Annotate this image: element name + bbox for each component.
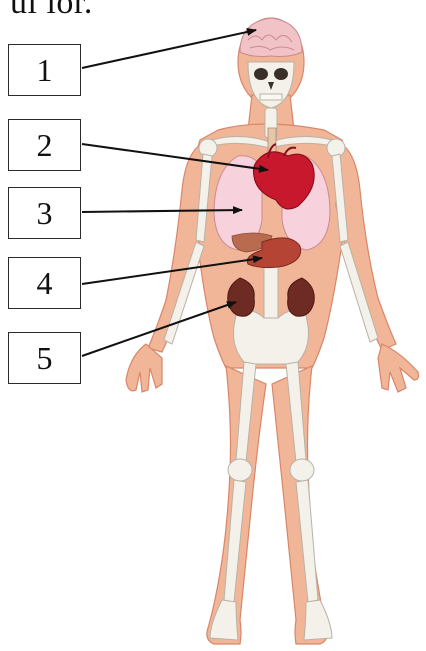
label-box-2: 2 xyxy=(8,119,81,171)
label-number-5: 5 xyxy=(37,340,53,377)
pelvis xyxy=(234,310,309,364)
label-box-1: 1 xyxy=(8,44,81,96)
left-knee xyxy=(228,459,252,481)
teeth xyxy=(260,94,282,100)
brain xyxy=(240,18,302,57)
label-box-5: 5 xyxy=(8,332,81,384)
label-number-2: 2 xyxy=(37,127,53,164)
label-number-4: 4 xyxy=(37,265,53,302)
label-number-3: 3 xyxy=(37,195,53,232)
label-box-3: 3 xyxy=(8,187,81,239)
right-foot-bones xyxy=(304,600,332,640)
left-hand xyxy=(126,344,162,392)
right-knee xyxy=(290,459,314,481)
right-hand xyxy=(378,344,419,392)
right-shoulder-joint xyxy=(327,139,345,157)
right-eye-socket xyxy=(274,68,288,80)
left-shoulder-joint xyxy=(199,139,217,157)
label-number-1: 1 xyxy=(37,52,53,89)
arrow-1 xyxy=(82,30,256,68)
left-eye-socket xyxy=(254,68,268,80)
label-box-4: 4 xyxy=(8,257,81,309)
